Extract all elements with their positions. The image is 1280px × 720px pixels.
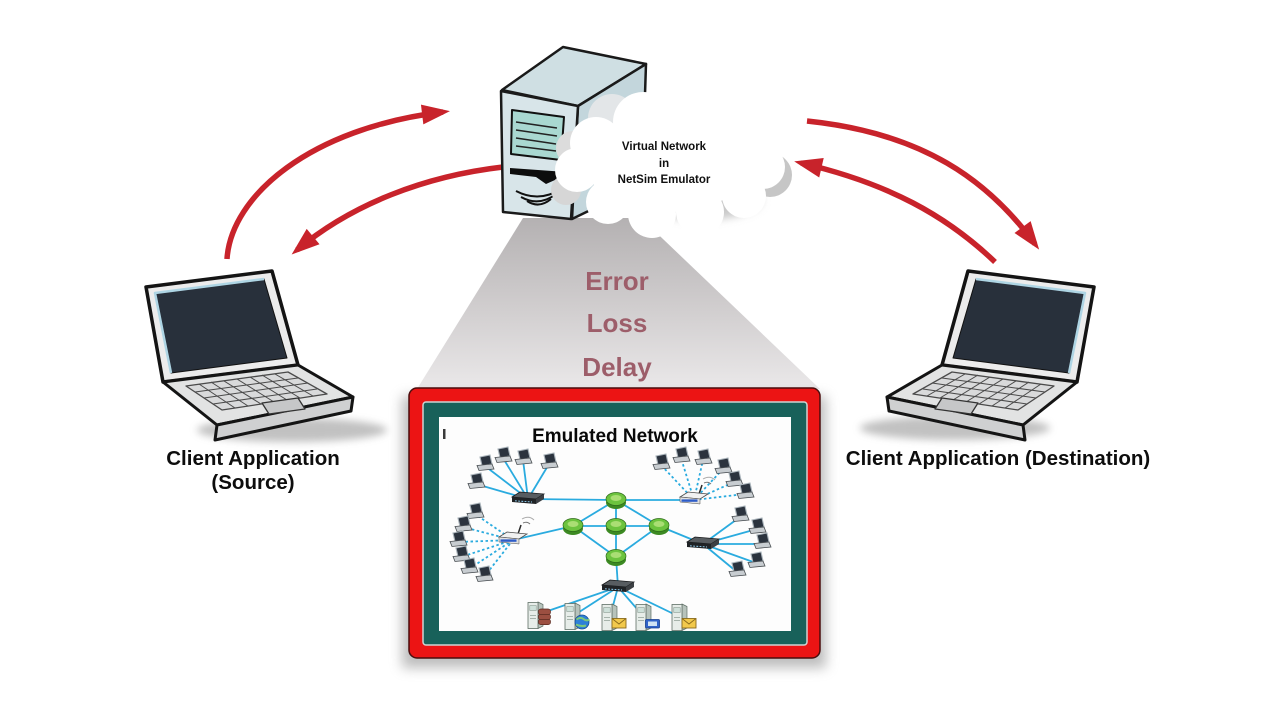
net-node-laptop [753,532,772,549]
net-node-laptop [731,505,750,522]
impairment-loss: Loss [586,308,648,338]
net-node-ap [497,516,535,545]
net-node-laptop [694,448,713,465]
impairment-delay: Delay [582,352,652,382]
net-node-switch [685,536,721,549]
net-node-laptop [672,446,691,463]
net-node-router [648,518,670,535]
touchpad [934,397,979,415]
arrow-source-to-server [224,104,450,260]
net-node-switch [600,579,636,592]
cursor-mark [443,429,446,439]
net-node-laptop [475,565,494,582]
net-link [460,539,514,558]
net-node-laptop [476,454,495,471]
net-node-laptop [736,482,755,499]
net-node-server [671,603,697,632]
net-node-router [562,518,584,535]
net-link [462,526,514,541]
net-link [457,539,514,543]
net-node-server [564,602,591,631]
tower-slot [510,168,566,184]
net-node-laptop [466,502,485,519]
net-node-server [527,601,551,630]
arrow-server-to-source [291,164,504,255]
net-node-server [635,603,660,632]
net-node-laptop [452,545,471,562]
net-node-laptop [514,448,533,465]
destination-client-label: Client Application (Destination) [845,447,1151,470]
net-nodes [449,446,772,632]
net-node-laptop [449,530,468,547]
cloud-label-line1: Virtual Network [621,141,707,153]
net-node-server [601,603,627,632]
net-link [693,493,746,501]
net-link [660,464,695,501]
net-node-laptop [728,560,747,577]
cloud-label-line3: NetSim Emulator [617,174,711,186]
projection-beam [417,218,820,389]
keyboard [185,371,328,411]
keyboard [912,371,1055,411]
cloud-label-line2: in [658,157,670,170]
net-node-switch [510,491,546,504]
tower-panel [510,109,565,161]
net-node-laptop [714,457,733,474]
net-node-laptop [747,551,766,568]
impairment-error: Error [585,266,649,296]
net-link [512,525,574,541]
arrow-server-to-destination [806,118,1040,250]
net-node-laptop [540,452,559,469]
touchpad [261,397,306,415]
cloud-label: Virtual Network in NetSim Emulator [586,139,742,189]
net-node-laptop [494,446,513,463]
net-link [617,586,681,618]
net-link [572,586,619,617]
net-node-router [605,549,627,566]
source-client-label: Client Application (Source) [166,447,340,494]
net-node-laptop [652,453,671,470]
laptop-source [144,269,387,442]
net-node-laptop [748,517,767,534]
laptop-destination [860,269,1096,442]
arrows [224,104,1040,264]
net-node-router [605,518,627,535]
net-node-router [605,492,627,509]
netsim-cloud [551,88,792,238]
net-node-laptop [725,470,744,487]
net-link [468,539,514,570]
net-node-laptop [460,557,479,574]
net-node-ap [678,476,716,505]
arrow-destination-to-server [794,157,997,264]
net-node-laptop [454,515,473,532]
emulated-network-title: Emulated Network [532,426,698,447]
net-node-laptop [467,472,486,489]
